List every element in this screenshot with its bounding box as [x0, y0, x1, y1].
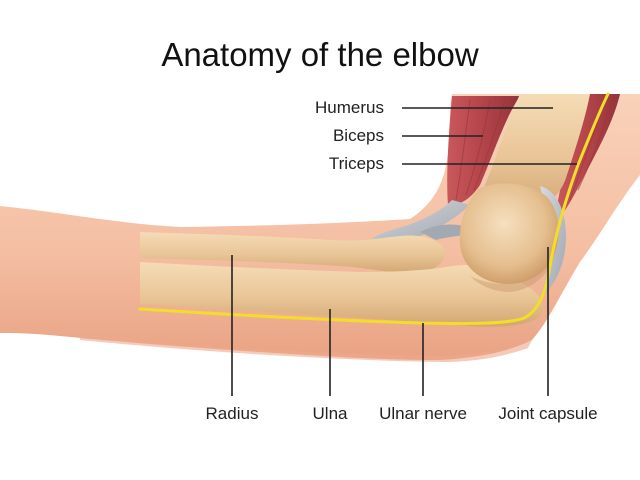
radius-bone: [140, 232, 446, 274]
label-radius: Radius: [205, 404, 259, 423]
biceps-muscle: [447, 96, 520, 205]
label-ulnar-nerve: Ulnar nerve: [379, 404, 467, 423]
biceps-tendon: [368, 200, 470, 244]
ulna-bone: [140, 262, 544, 327]
label-humerus: Humerus: [315, 98, 384, 117]
humerus-condyle: [459, 183, 559, 284]
label-triceps: Triceps: [328, 154, 384, 173]
label-ulna: Ulna: [312, 404, 348, 423]
arm-skin-shadow: [80, 334, 532, 362]
leader-lines: [231, 107, 577, 396]
diagram-title: Anatomy of the elbow: [161, 36, 479, 73]
ulnar-nerve-path: [138, 92, 610, 325]
humerus-bone: [482, 94, 590, 211]
biceps-striation: [455, 99, 506, 201]
condyle-shadow: [470, 256, 554, 292]
label-joint-capsule: Joint capsule: [498, 404, 598, 423]
label-biceps: Biceps: [332, 126, 384, 145]
